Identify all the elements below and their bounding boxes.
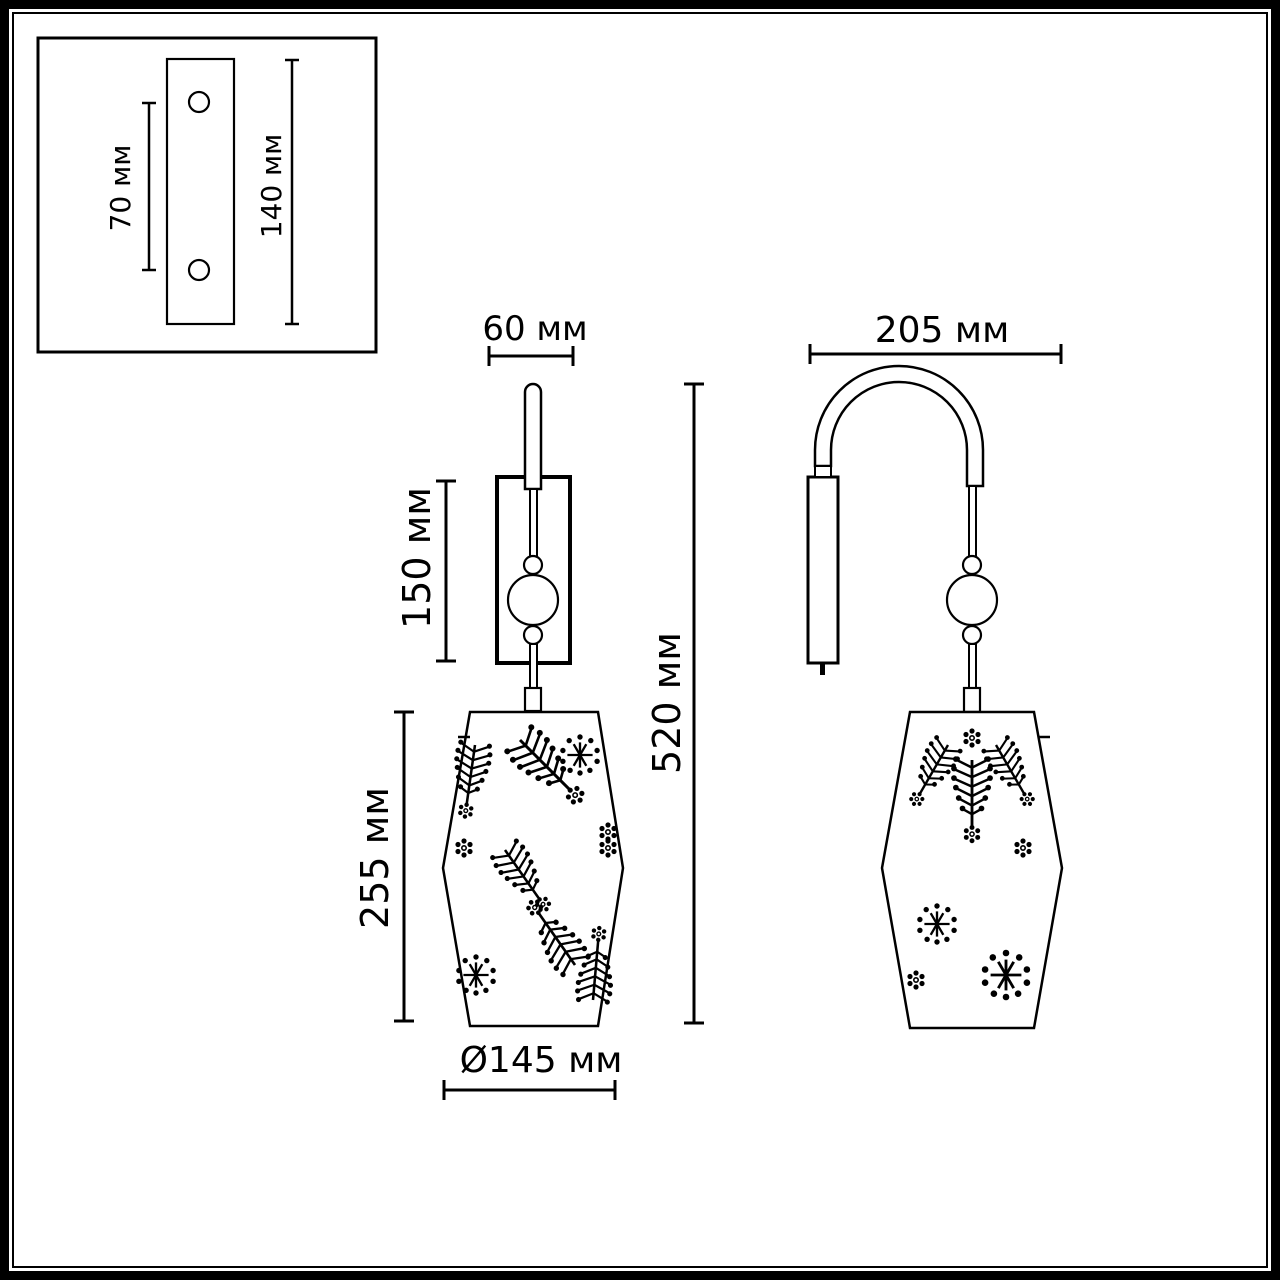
label-projection: 205 мм bbox=[875, 310, 1009, 351]
label-shade-height: 255 мм bbox=[353, 787, 397, 929]
shade-pattern-side bbox=[898, 727, 1050, 1002]
label-shade-diameter: Ø145 мм bbox=[460, 1040, 623, 1081]
label-hole-spacing: 70 мм bbox=[104, 145, 137, 232]
front-view bbox=[394, 346, 704, 1100]
top-rod bbox=[523, 382, 543, 491]
dim-backplate-height bbox=[436, 479, 456, 663]
shade-pattern-front bbox=[446, 722, 618, 1005]
label-front-width: 60 мм bbox=[482, 309, 587, 349]
dim-shade-height bbox=[394, 710, 414, 1023]
screw-hole-bottom bbox=[187, 258, 211, 282]
mount-plate-inset bbox=[36, 36, 378, 354]
dim-hole-spacing bbox=[142, 101, 156, 272]
dim-total-height bbox=[684, 382, 704, 1025]
wall-bar-switch bbox=[820, 663, 825, 675]
dim-projection bbox=[808, 344, 1063, 364]
label-total-height: 520 мм bbox=[645, 632, 689, 774]
label-backplate-height: 150 мм bbox=[395, 487, 439, 629]
dim-shade-diameter bbox=[442, 1080, 617, 1100]
curved-arm bbox=[813, 364, 985, 488]
dim-plate-height bbox=[285, 58, 299, 326]
inner-frame bbox=[12, 12, 1268, 1268]
side-view bbox=[806, 344, 1064, 1030]
label-plate-height: 140 мм bbox=[255, 134, 288, 239]
dim-front-width bbox=[487, 346, 575, 366]
mount-plate bbox=[165, 57, 236, 326]
inset-border bbox=[36, 36, 378, 354]
screw-hole-top bbox=[187, 90, 211, 114]
shade-side bbox=[880, 710, 1064, 1030]
arm-collar bbox=[814, 465, 832, 478]
